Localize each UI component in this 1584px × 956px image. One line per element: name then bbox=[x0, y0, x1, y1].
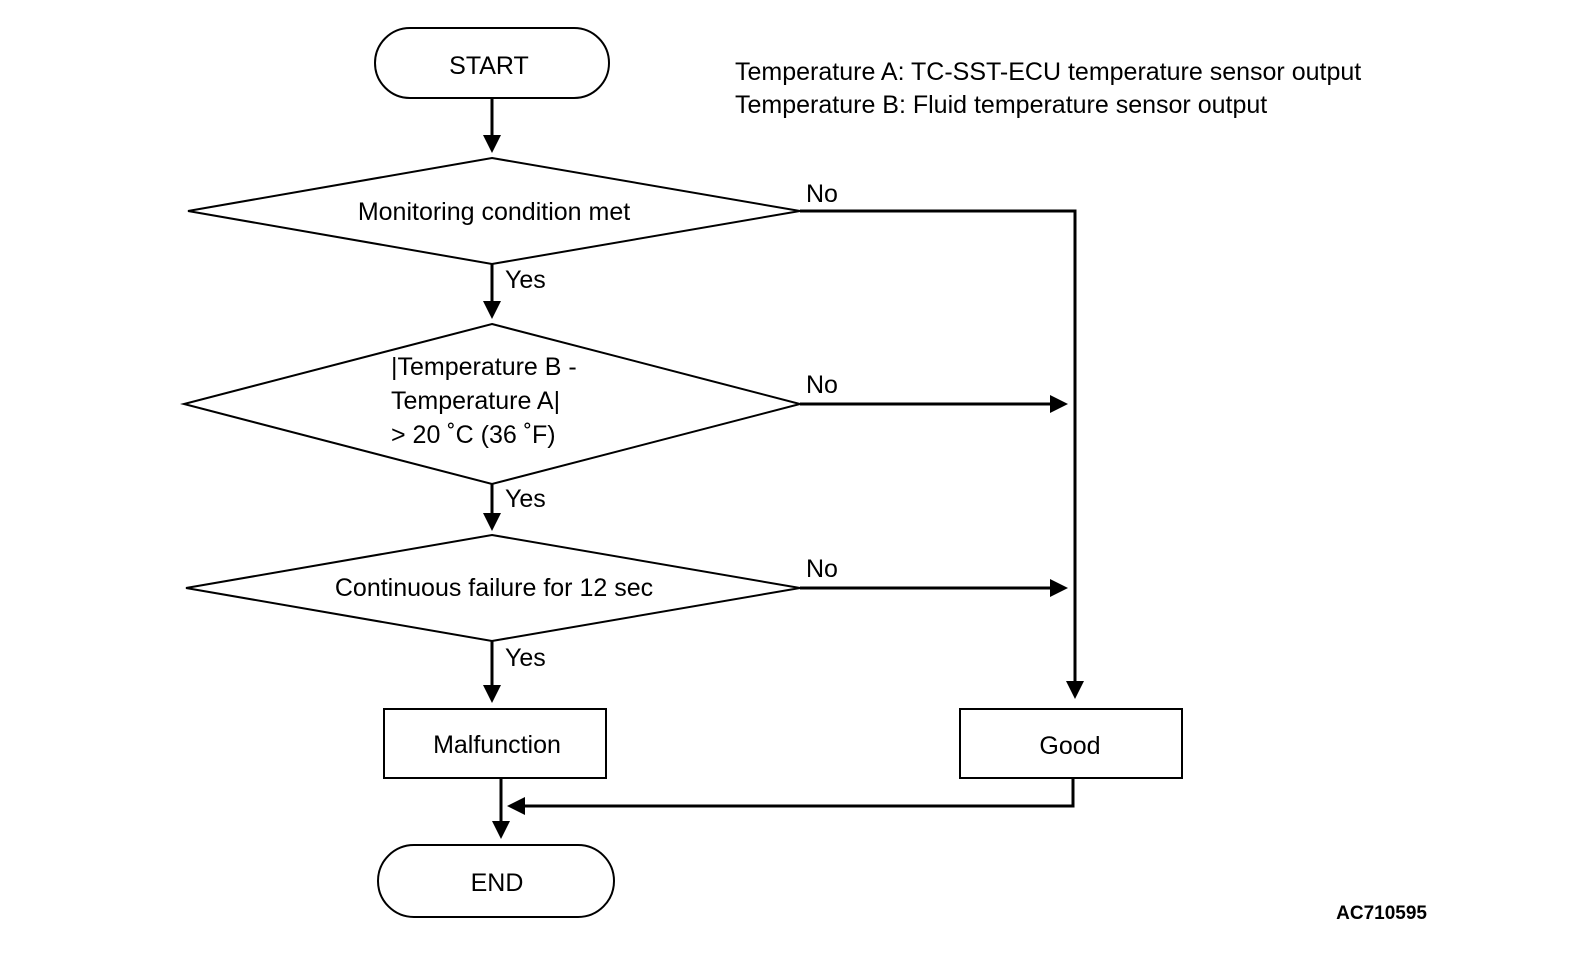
decision-continuous-label: Continuous failure for 12 sec bbox=[335, 574, 653, 602]
edge-label-monitoring-no: No bbox=[806, 180, 838, 208]
decision-temp-diff-line-2: Temperature A| bbox=[391, 387, 560, 415]
decision-monitoring-label: Monitoring condition met bbox=[358, 198, 630, 226]
legend-temperature-a: Temperature A: TC-SST-ECU temperature se… bbox=[735, 58, 1361, 86]
edge-label-continuous-no: No bbox=[806, 555, 838, 583]
decision-temp-diff-line-1: |Temperature B - bbox=[391, 353, 577, 381]
figure-code: AC710595 bbox=[1336, 903, 1427, 924]
start-node: START bbox=[374, 27, 610, 99]
end-node: END bbox=[377, 844, 615, 918]
good-label: Good bbox=[1039, 732, 1100, 760]
decision-monitoring: Monitoring condition met bbox=[187, 156, 801, 266]
edge-label-temp-diff-no: No bbox=[806, 371, 838, 399]
edge-label-monitoring-yes: Yes bbox=[505, 266, 546, 294]
connector-good-to-join bbox=[507, 778, 1075, 815]
legend-temperature-b: Temperature B: Fluid temperature sensor … bbox=[735, 91, 1267, 119]
start-label: START bbox=[449, 52, 529, 80]
malfunction-label: Malfunction bbox=[433, 731, 561, 759]
edge-label-continuous-yes: Yes bbox=[505, 644, 546, 672]
decision-continuous-failure: Continuous failure for 12 sec bbox=[185, 533, 801, 643]
edge-label-temp-diff-yes: Yes bbox=[505, 485, 546, 513]
decision-temp-diff-line-3: > 20 ˚C (36 ˚F) bbox=[391, 421, 556, 449]
good-node: Good bbox=[959, 708, 1183, 779]
connector-monitoring-no bbox=[800, 209, 1084, 699]
decision-temperature-difference: |Temperature B - Temperature A| > 20 ˚C … bbox=[180, 322, 804, 486]
end-label: END bbox=[471, 869, 524, 897]
malfunction-node: Malfunction bbox=[383, 708, 607, 779]
